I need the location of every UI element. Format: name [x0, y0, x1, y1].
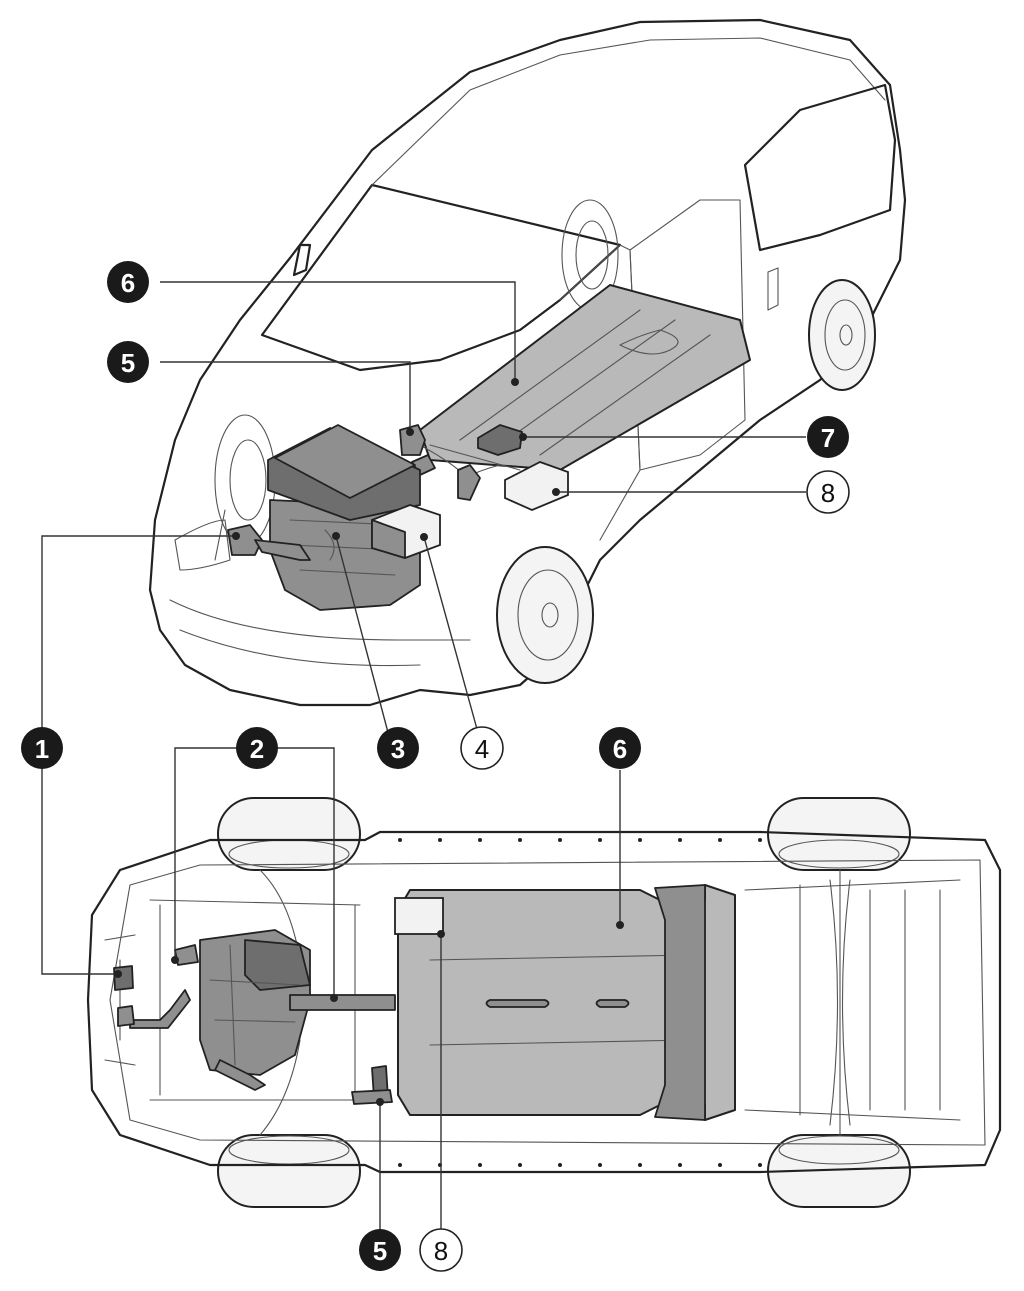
hose-loop-under — [214, 1059, 266, 1091]
callout-7-top-label: 7 — [821, 423, 835, 453]
sill-rivets — [398, 838, 762, 1167]
battery-crossmember — [654, 884, 706, 1121]
callout-6-top: 6 — [107, 261, 149, 303]
van-body-outline — [148, 18, 907, 707]
hv-cable-under — [289, 994, 396, 1011]
motor-under-detail — [209, 944, 301, 1066]
rear-left-wheel — [808, 279, 876, 391]
callout-2: 2 — [236, 727, 278, 769]
leader-2 — [174, 747, 335, 998]
coolant-hose-top — [254, 539, 311, 561]
front-right-tyre-under — [217, 1134, 361, 1208]
callouts: 6 5 7 8 1 2 3 4 — [21, 261, 850, 1272]
callout-8-top-label: 8 — [821, 478, 835, 508]
leader-6-top — [160, 281, 516, 382]
callout-3: 3 — [377, 727, 419, 769]
junction-box-under — [394, 897, 444, 935]
junction-box-top — [504, 461, 569, 511]
battery-pack-ribs — [429, 954, 691, 1046]
front-bumper — [169, 509, 471, 667]
callout-1-label: 1 — [35, 734, 49, 764]
rear-subframe — [744, 869, 961, 1136]
side-mirror — [292, 243, 312, 277]
battery-slot-long — [485, 999, 550, 1008]
callout-5-top: 5 — [107, 341, 149, 383]
traction-battery-floor — [419, 284, 751, 471]
leader-5-top — [160, 361, 411, 432]
callout-7-top: 7 — [807, 416, 849, 458]
callout-6-top-label: 6 — [121, 268, 135, 298]
front-door — [559, 244, 641, 541]
underbody-view — [86, 797, 1002, 1208]
leader-endpoints — [114, 378, 624, 1106]
battery-connector-top — [477, 424, 523, 456]
battery-ribs — [459, 309, 711, 456]
pdm-cover — [274, 424, 416, 499]
callout-5-bottom-label: 5 — [373, 1236, 387, 1266]
reduction-gear-under — [244, 939, 311, 991]
leader-4 — [423, 536, 481, 741]
front-left-tyre-under — [217, 797, 361, 871]
battery-slot-short — [595, 999, 630, 1008]
door-handle — [767, 267, 779, 311]
callout-5-top-label: 5 — [121, 348, 135, 378]
callout-1: 1 — [21, 727, 63, 769]
callout-4-label: 4 — [475, 734, 489, 764]
motor-detail — [289, 519, 401, 576]
windshield — [260, 183, 622, 372]
inlet-pipe-under — [117, 1005, 135, 1027]
callout-6-bottom-label: 6 — [613, 734, 627, 764]
callout-6-bottom: 6 — [599, 727, 641, 769]
rear-right-tyre-under — [767, 1134, 911, 1208]
charge-inlet-under — [351, 1089, 393, 1105]
front-left-wheel — [496, 546, 594, 684]
inverter-side — [371, 519, 406, 559]
leader-3 — [335, 535, 391, 741]
callout-8-top: 8 — [806, 470, 850, 514]
roof-line — [371, 37, 886, 186]
callout-5-bottom: 5 — [359, 1229, 401, 1271]
van-perspective-view — [148, 18, 907, 707]
callout-8-bottom-label: 8 — [434, 1236, 448, 1266]
callout-4: 4 — [460, 726, 504, 770]
callout-2-label: 2 — [250, 734, 264, 764]
rear-side-window — [743, 83, 897, 252]
leader-1 — [41, 535, 236, 975]
headlight — [174, 519, 231, 571]
callout-8-bottom: 8 — [419, 1228, 463, 1272]
callout-3-label: 3 — [391, 734, 405, 764]
chassis-inner — [109, 859, 986, 1146]
12v-component-under — [113, 965, 134, 991]
chassis-outline — [86, 830, 1002, 1174]
cable-duct-top — [457, 464, 481, 501]
